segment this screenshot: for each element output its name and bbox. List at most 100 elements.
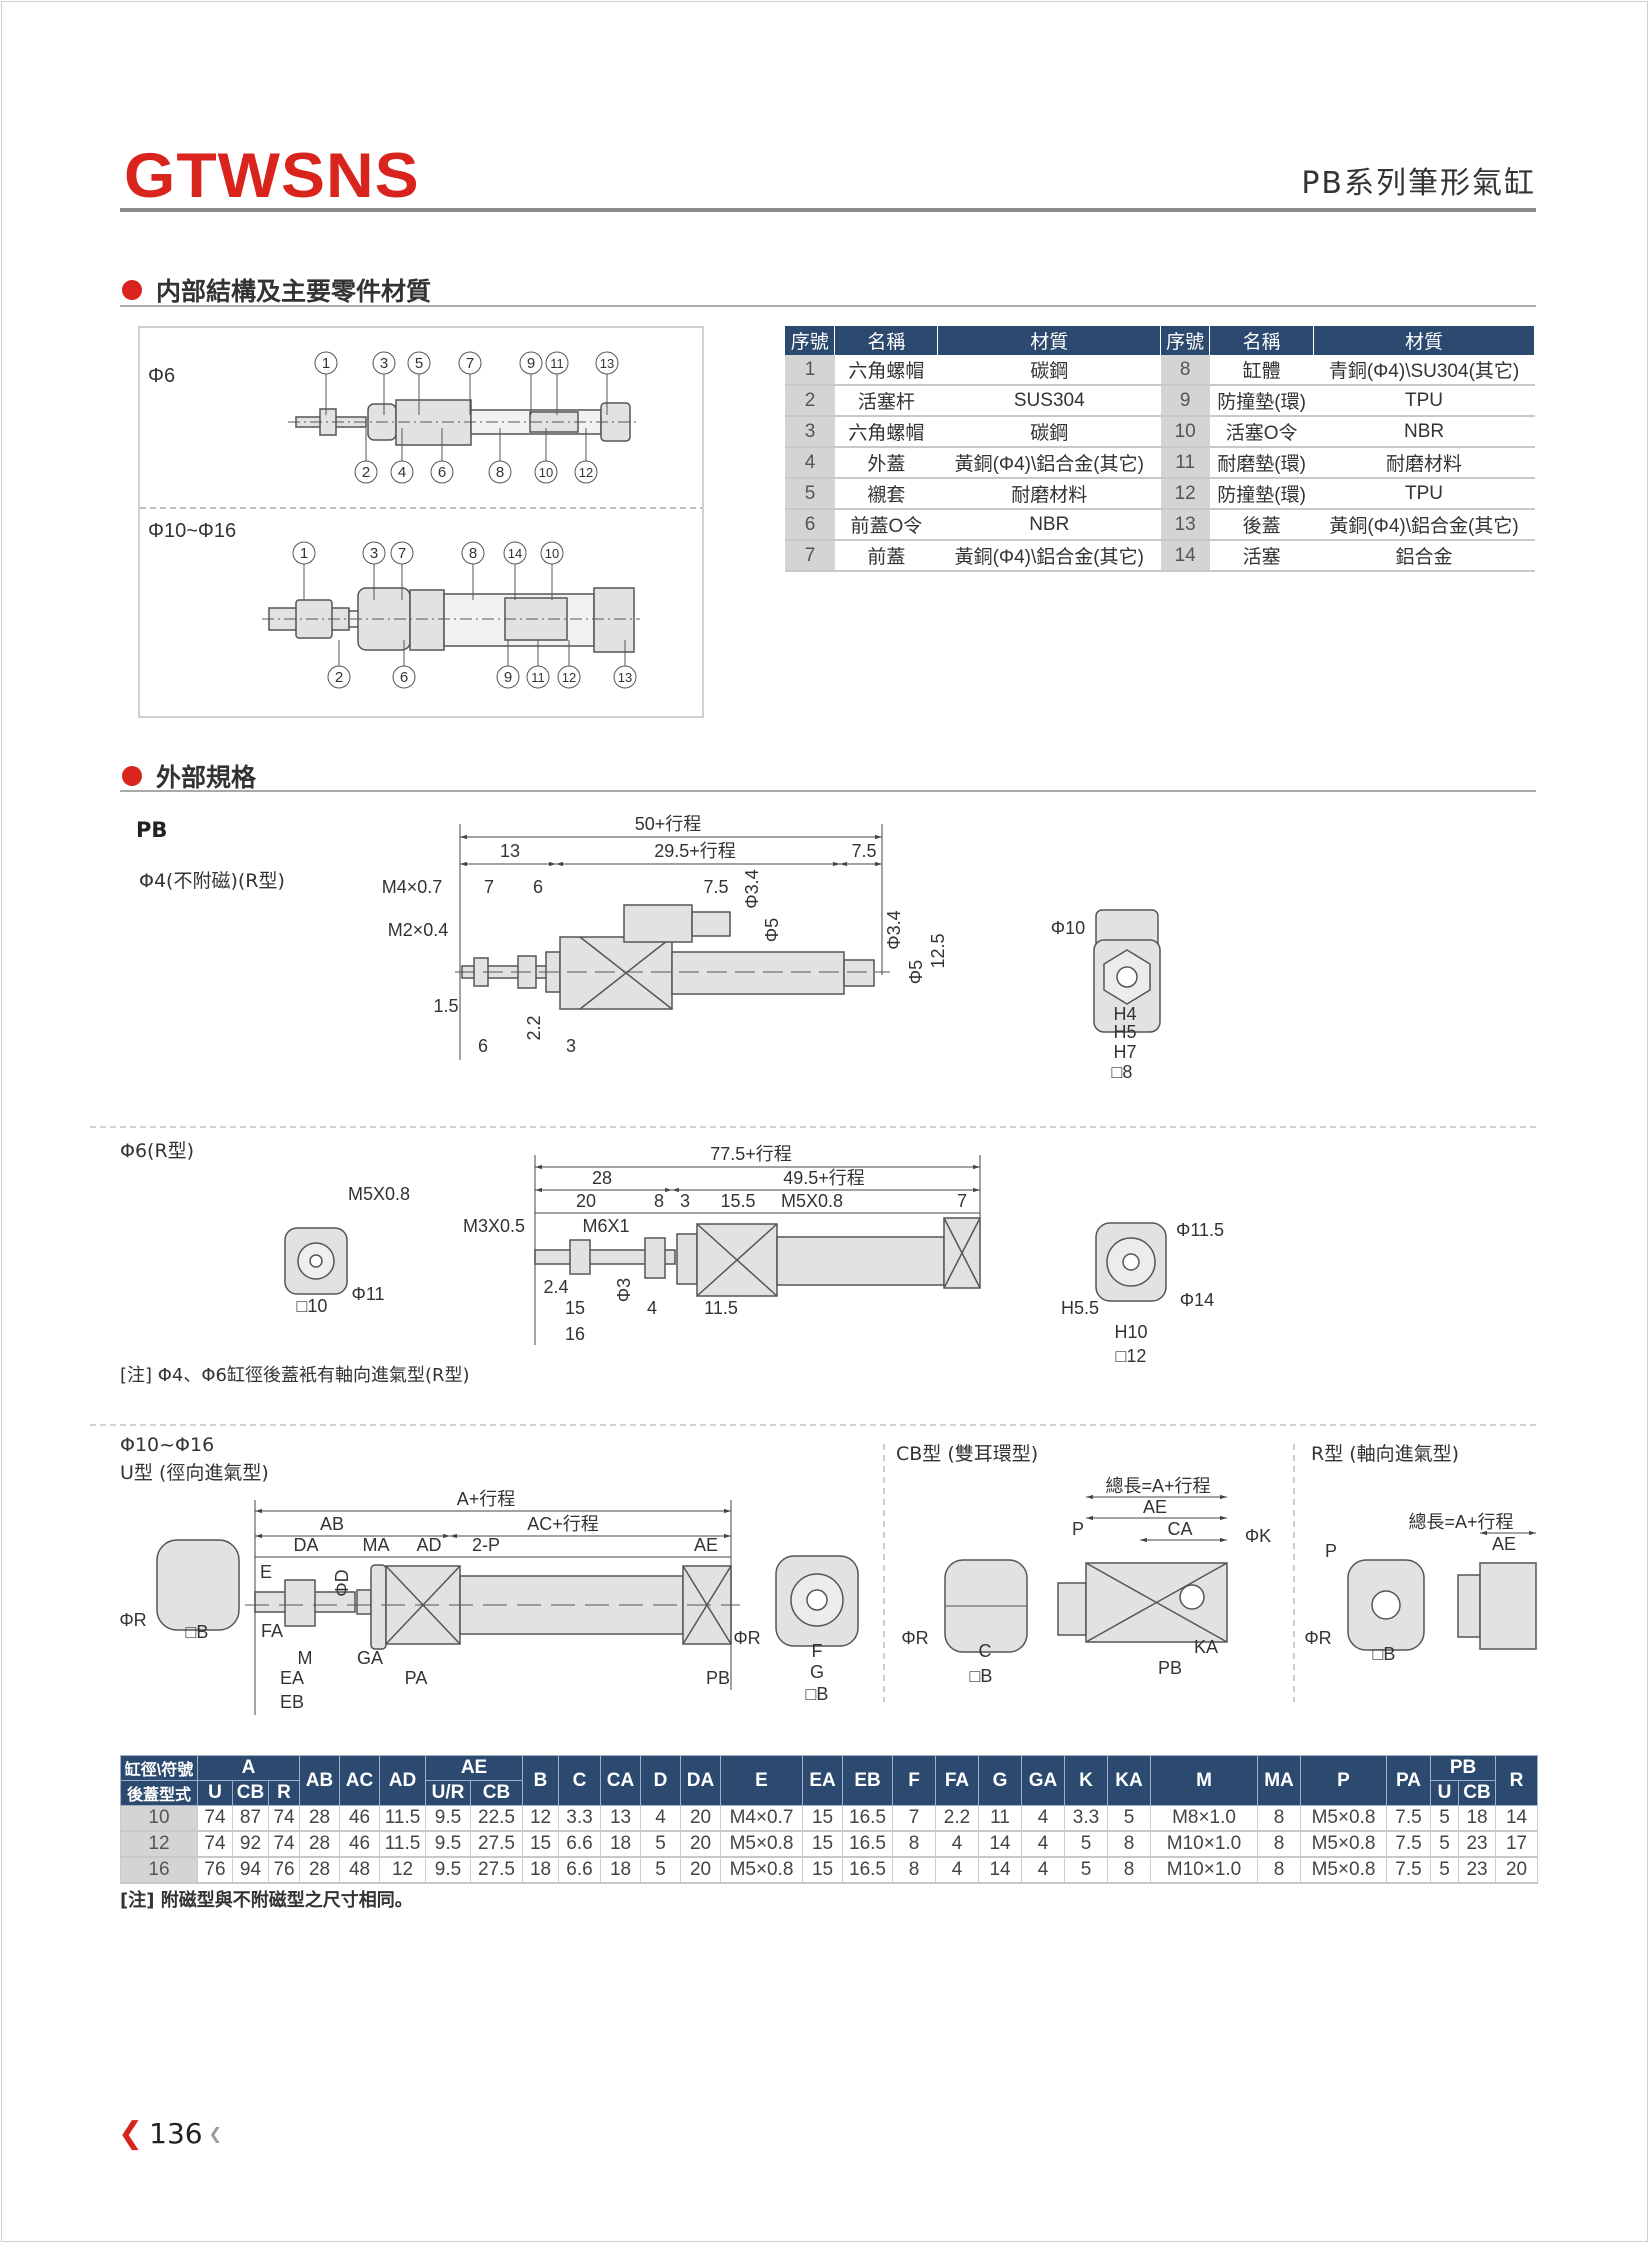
table-cell: 黃銅(Φ4)\鋁合金(其它): [937, 540, 1161, 572]
table-cell: 46: [339, 1830, 381, 1858]
dimension-label: GA: [357, 1648, 383, 1668]
dimension-label: ΦR: [119, 1610, 146, 1630]
dimension-label: AE: [1492, 1534, 1516, 1554]
table-cell: 28: [299, 1856, 341, 1884]
dimension-label: A+行程: [457, 1489, 516, 1509]
pb-cylinder-drawing: [455, 904, 1161, 1033]
table-cell: 20: [1495, 1856, 1539, 1884]
dimension-label: H5.5: [1061, 1298, 1099, 1318]
section-divider: [120, 305, 1536, 307]
table-cell: 前蓋: [834, 540, 938, 572]
table-cell: 20: [680, 1856, 722, 1884]
column-subheader: 後蓋型式: [120, 1780, 198, 1806]
table-cell: 94: [232, 1856, 269, 1884]
column-subheader: U: [197, 1780, 233, 1806]
column-header: G: [978, 1755, 1023, 1806]
column-header: KA: [1107, 1755, 1152, 1806]
page-number-area: ❮ 136 ❮: [118, 2116, 222, 2151]
table-cell: 20: [680, 1830, 722, 1858]
part-number: 4: [398, 464, 406, 481]
column-header: K: [1064, 1755, 1109, 1806]
part-number: 12: [562, 670, 576, 685]
part-balloon: [540, 541, 564, 565]
column-header: 序號: [1160, 326, 1211, 355]
cb-type-drawing: [944, 1559, 1228, 1653]
table-cell: 4: [640, 1805, 682, 1832]
column-header: A: [196, 1755, 301, 1781]
column-subheader: CB: [470, 1780, 524, 1806]
table-cell: 7.5: [1386, 1830, 1432, 1858]
part-balloon: [461, 541, 485, 565]
table-cell: TPU: [1313, 478, 1535, 510]
table-cell: 8: [1107, 1830, 1152, 1858]
column-subheader: U/R: [425, 1780, 472, 1806]
column-header: FA: [935, 1755, 980, 1806]
dimension-label: P: [1325, 1541, 1337, 1561]
table-cell: 15: [802, 1805, 844, 1832]
next-page-icon[interactable]: ❮: [208, 2124, 222, 2143]
table-cell: 23: [1458, 1856, 1497, 1884]
table-cell: 22.5: [470, 1805, 524, 1832]
dimension-label: F: [812, 1641, 823, 1661]
dimension-label: EB: [280, 1692, 304, 1712]
pb-variant-label: Φ4(不附磁)(R型): [139, 870, 285, 892]
table-cell: 後蓋: [1209, 509, 1314, 541]
dimension-label: 11.5: [704, 1298, 738, 1318]
column-header: D: [640, 1755, 682, 1806]
dimension-label: AB: [320, 1514, 344, 1534]
column-header: PB: [1430, 1755, 1497, 1781]
section-title: 内部結構及主要零件材質: [156, 277, 432, 306]
table-cell: 4: [935, 1830, 980, 1858]
part-balloon: [526, 665, 550, 689]
column-header: MA: [1257, 1755, 1302, 1806]
part-number: 9: [504, 669, 512, 686]
table-cell: 7.5: [1386, 1805, 1432, 1832]
table-cell: 防撞墊(環): [1209, 478, 1314, 510]
dimension-label: FA: [261, 1621, 283, 1641]
table-cell: M5×0.8: [720, 1856, 804, 1884]
column-header: F: [892, 1755, 937, 1806]
dimension-label: 總長=A+行程: [1105, 1476, 1210, 1496]
column-header: AE: [425, 1755, 524, 1781]
part-number: 7: [466, 355, 474, 372]
part-balloon: [503, 541, 527, 565]
prev-page-icon[interactable]: ❮: [118, 2116, 144, 2151]
part-number: 2: [362, 464, 370, 481]
part-number: 8: [469, 545, 477, 562]
dimension-label: 2-P: [472, 1535, 500, 1555]
table-cell: 1: [785, 355, 835, 386]
column-header: 缸徑\符號: [120, 1755, 198, 1781]
table-cell: 15: [802, 1830, 844, 1858]
bullet-icon: [122, 280, 142, 300]
r-type-drawing: [1347, 1559, 1537, 1651]
part-balloon: [390, 541, 414, 565]
part-balloon: [314, 351, 338, 375]
dimension-label: 8: [654, 1191, 664, 1211]
part-balloon: [292, 541, 316, 565]
table-cell: 5: [1064, 1830, 1109, 1858]
table-cell: 活塞O令: [1209, 416, 1314, 448]
dimension-label: 49.5+行程: [783, 1168, 865, 1188]
part-balloon: [407, 351, 431, 375]
table-cell: 黃銅(Φ4)\鋁合金(其它): [937, 447, 1161, 479]
part-balloon: [372, 351, 396, 375]
part-number: 13: [618, 670, 632, 685]
dimension-label: 28: [592, 1168, 612, 1188]
internal-structure-diagram: [138, 326, 704, 718]
phi10-diagram-label: Φ10~Φ16: [148, 520, 236, 542]
phi6-cylinder-section: [288, 399, 636, 446]
column-header: C: [558, 1755, 602, 1806]
phi6-note: [注] Φ4、Φ6缸徑後蓋衹有軸向進氣型(R型): [120, 1365, 470, 1386]
table-cell: 76: [197, 1856, 233, 1884]
dimension-label: M: [298, 1648, 313, 1668]
table-cell: M10×1.0: [1150, 1830, 1259, 1858]
column-header: 序號: [785, 326, 836, 355]
phi6-diagram-label: Φ6: [148, 365, 175, 387]
table-cell: 17: [1495, 1830, 1539, 1858]
table-cell: 防撞墊(環): [1209, 385, 1314, 417]
dimension-label: □12: [1116, 1346, 1147, 1366]
table-cell: 3.3: [558, 1805, 602, 1832]
